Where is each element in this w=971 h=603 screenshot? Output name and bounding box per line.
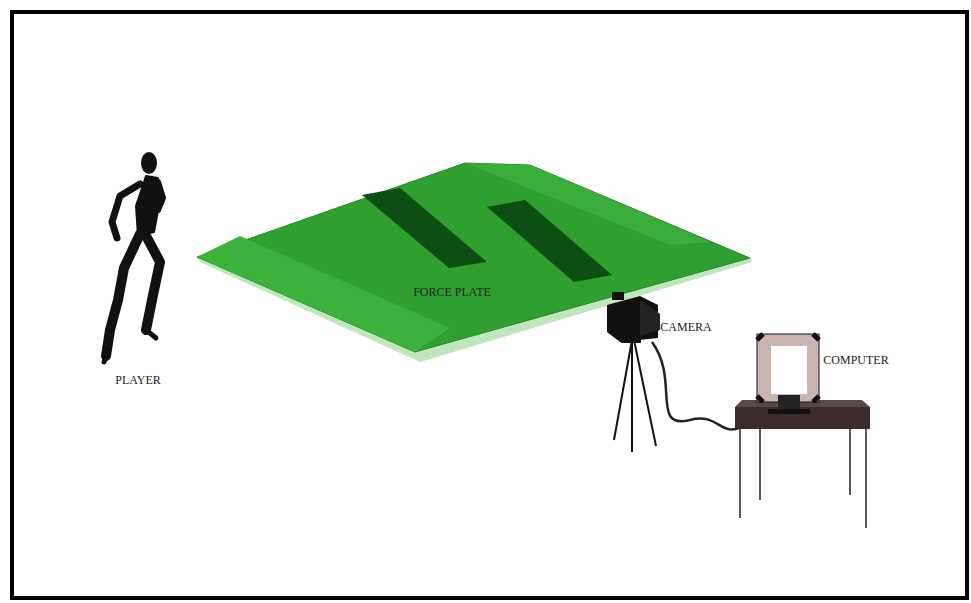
frame — [12, 12, 967, 598]
part-label: PLAYER — [115, 374, 161, 387]
part-label: CAMERA — [660, 321, 711, 334]
sensor-pad — [487, 200, 612, 282]
force-plate — [197, 163, 752, 362]
part-label: COMPUTER — [823, 354, 888, 367]
part-label: FORCE PLATE — [413, 286, 491, 299]
sensor-pad — [362, 188, 487, 268]
player-silhouette — [104, 152, 163, 362]
camera-icon — [607, 292, 660, 452]
